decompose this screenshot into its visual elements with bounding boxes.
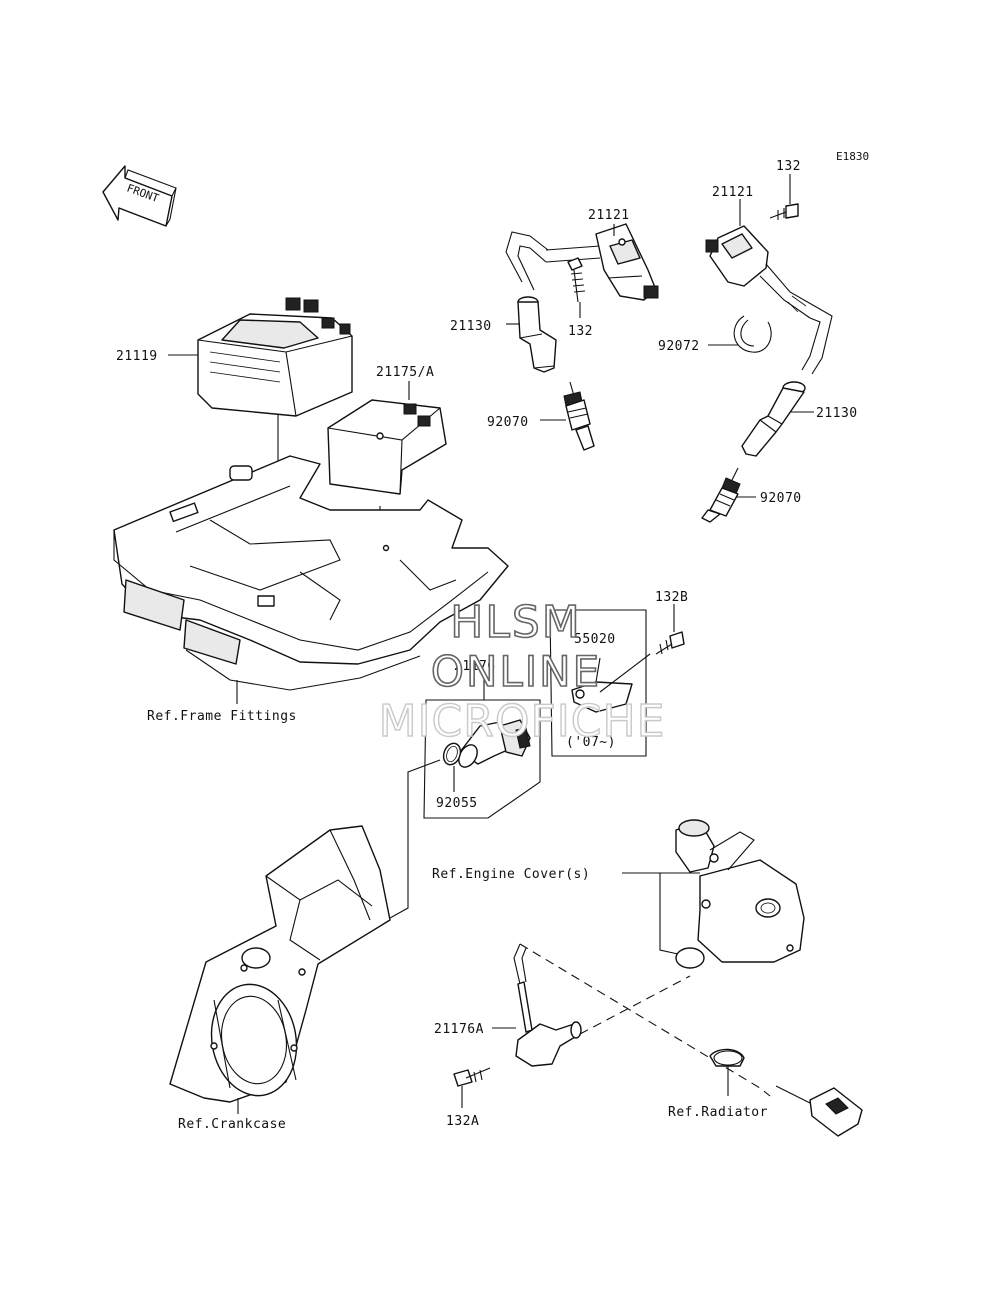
relay-box — [327, 399, 447, 618]
sensor-bracket — [549, 609, 651, 757]
bolt-right — [769, 203, 799, 220]
bolt-132b — [655, 631, 685, 655]
label-coil-left: 21121 — [588, 208, 630, 223]
bolt-left — [567, 257, 586, 303]
label-plug-right: 92070 — [760, 491, 802, 506]
label-bolt-left: 132 — [568, 324, 593, 339]
ref-frame-fittings: Ref.Frame Fittings — [147, 709, 297, 724]
label-bracket: 55020 — [574, 632, 616, 647]
watermark-line3: MICROFICHE — [379, 696, 666, 747]
ref-engine-cover: Ref.Engine Cover(s) — [432, 867, 590, 882]
plug-cap-left — [517, 296, 557, 373]
label-bolt-132b: 132B — [655, 590, 688, 605]
watermark-line2: ONLINE — [431, 647, 601, 696]
crankcase — [169, 825, 391, 1103]
label-coil-right: 21121 — [712, 185, 754, 200]
watermark: HLSM ONLINE MICROFICHE — [378, 596, 666, 748]
label-relay: 21175/A — [376, 365, 434, 380]
speed-sensor — [513, 943, 582, 1067]
o-ring — [442, 742, 462, 766]
ignition-coil-left — [505, 223, 659, 301]
label-bracket-note: ('07~) — [566, 735, 616, 750]
diagram-code: E1830 — [836, 150, 869, 163]
ignition-coil-right — [705, 225, 833, 375]
crank-sensor — [423, 699, 541, 819]
watermark-line1: HLSM — [450, 597, 582, 648]
front-arrow-icon: FRONT — [102, 165, 177, 227]
frame-bracket — [113, 455, 509, 691]
label-ecu: 21119 — [116, 349, 158, 364]
label-bolt-132a: 132A — [446, 1114, 479, 1129]
ref-crankcase: Ref.Crankcase — [178, 1117, 286, 1132]
connector-plug — [775, 1085, 863, 1137]
radiator-clamp — [709, 1048, 745, 1067]
ref-radiator: Ref.Radiator — [668, 1105, 768, 1120]
label-sensor-a: 21176A — [434, 1022, 484, 1037]
label-cap-left: 21130 — [450, 319, 492, 334]
clamp-ring — [733, 315, 772, 353]
label-cap-right: 21130 — [816, 406, 858, 421]
plug-cap-right — [741, 381, 806, 457]
spark-plug-right — [701, 467, 741, 523]
label-plug-left: 92070 — [487, 415, 529, 430]
engine-cover — [675, 819, 805, 963]
label-oring: 92055 — [436, 796, 478, 811]
label-sensor: 21176 — [454, 659, 496, 674]
label-clamp: 92072 — [658, 339, 700, 354]
cover-o-ring — [675, 947, 705, 969]
spark-plug-left — [563, 381, 595, 451]
label-bolt-right: 132 — [776, 159, 801, 174]
bolt-132a — [453, 1067, 491, 1087]
